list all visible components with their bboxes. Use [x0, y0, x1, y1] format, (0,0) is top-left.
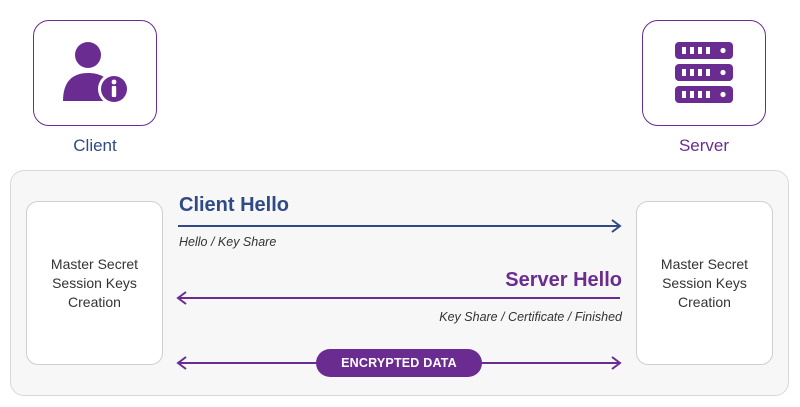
server-label: Server	[678, 136, 730, 155]
server-rack-icon	[675, 42, 733, 103]
server-key-box: Master Secret Session Keys Creation	[636, 201, 773, 365]
client-hello-arrow	[178, 219, 622, 233]
server-key-line: Creation	[678, 293, 731, 310]
server-icon-box	[642, 20, 766, 126]
server-key-line: Master Secret	[660, 255, 749, 272]
server-key-line: Session Keys	[662, 274, 747, 291]
encrypted-data-badge: ENCRYPTED DATA	[316, 349, 482, 377]
client-key-line: Master Secret	[50, 255, 139, 272]
client-key-line: Creation	[68, 293, 121, 310]
client-label: Client	[73, 136, 117, 155]
client-key-box: Master Secret Session Keys Creation	[26, 201, 163, 365]
client-key-line: Session Keys	[52, 274, 137, 291]
server-hello-title: Server Hello	[505, 269, 622, 291]
client-hello-subtitle: Hello / Key Share	[179, 235, 277, 249]
client-icon-box	[33, 20, 157, 126]
server-hello-subtitle: Key Share / Certificate / Finished	[439, 310, 622, 324]
server-hello-arrow	[176, 291, 620, 305]
user-info-icon	[63, 42, 130, 105]
client-hello-title: Client Hello	[179, 194, 290, 216]
